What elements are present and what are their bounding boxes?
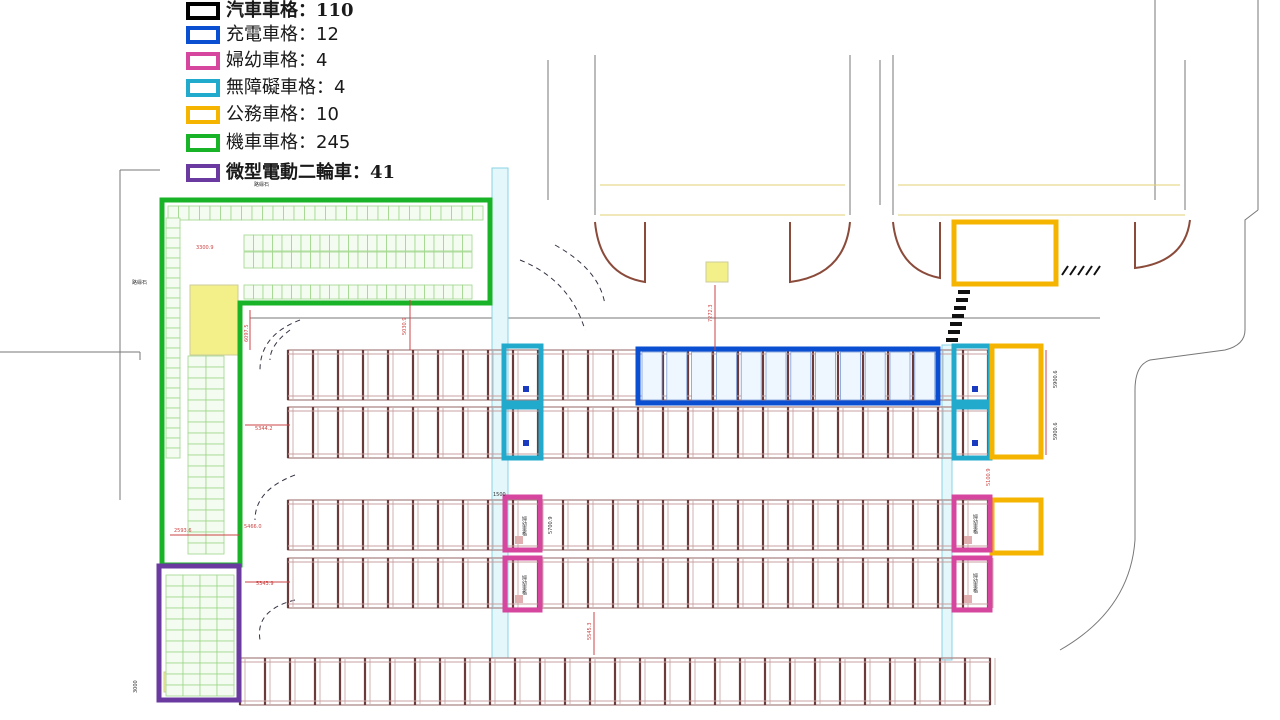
motorcycle-stall-block — [165, 574, 235, 697]
women-children-label: 婦幼車格 — [521, 574, 527, 596]
legend-item-motorcycle: 機車車格：245 — [186, 131, 350, 155]
women-children-zone-1 — [502, 494, 543, 553]
yellow-hatch-left — [189, 284, 239, 356]
official-zone-1 — [951, 219, 1059, 287]
motorcycle-stalls — [165, 205, 484, 697]
car-stall-row — [286, 557, 994, 609]
dim-5900a: 5900.6 — [1053, 371, 1059, 389]
legend-label-accessible: 無障礙車格：4 — [226, 77, 346, 98]
motorcycle-stall-block — [243, 251, 473, 269]
micro-ev-zone-outline — [156, 563, 242, 703]
stair-steps — [946, 290, 970, 342]
dim-5700: 5700.9 — [548, 517, 554, 535]
legend-item-women-children: 婦幼車格：4 — [186, 49, 327, 73]
official-zone-2 — [989, 343, 1044, 460]
accessible-zone-2 — [501, 404, 544, 461]
legend-swatch-official — [186, 106, 220, 124]
road-dashed-curves — [254, 244, 606, 641]
legend-item-accessible: 無障礙車格：4 — [186, 76, 345, 100]
legend-label-motorcycle: 機車車格：245 — [226, 132, 351, 153]
legend-label-official: 公務車格：10 — [226, 104, 339, 125]
legend-swatch-charging — [186, 26, 220, 44]
dim-5100: 5100.9 — [986, 469, 992, 487]
legend-item-official: 公務車格：10 — [186, 103, 339, 127]
legend-swatch-micro-ev — [186, 164, 220, 182]
dim-5030: 5030.9 — [402, 318, 408, 336]
car-stall-row — [286, 406, 994, 459]
dim-3300: 3300.9 — [196, 245, 214, 251]
legend-item-car: 汽車車格：110 — [186, 0, 354, 23]
dim-3000: 3000 — [133, 680, 139, 693]
dim-7272: 7272.3 — [708, 305, 714, 323]
entrance-structures — [594, 219, 1191, 284]
accessible-zone-1 — [501, 343, 544, 406]
legend-label-car: 汽車車格：110 — [226, 0, 354, 21]
legend-swatch-car — [186, 2, 220, 20]
women-children-label: 婦幼車格 — [521, 515, 527, 537]
women-children-zone-4 — [951, 555, 993, 613]
motorcycle-stall-block — [243, 234, 473, 252]
women-children-labels: 婦幼車格 婦幼車格 婦幼車格 婦幼車格 — [521, 513, 978, 596]
dim-5900b: 5900.6 — [1053, 423, 1059, 441]
accessible-zone-4 — [951, 404, 993, 461]
legend-item-micro-ev: 微型電動二輪車：41 — [186, 161, 395, 185]
dim-5545: 5545.3 — [587, 623, 593, 641]
women-children-label: 婦幼車格 — [972, 513, 978, 535]
yellow-hatch-top — [705, 261, 729, 283]
women-children-label: 婦幼車格 — [972, 572, 978, 594]
dim-6097: 6097.5 — [244, 325, 250, 343]
dim-1500: 1500 — [493, 492, 506, 498]
motorcycle-stall-block — [187, 355, 225, 555]
legend-swatch-motorcycle — [186, 134, 220, 152]
yellow-lines — [600, 184, 1185, 216]
legend-label-women-children: 婦幼車格：4 — [226, 50, 328, 71]
legend-label-charging: 充電車格：12 — [226, 24, 339, 45]
official-zone-3 — [989, 497, 1044, 556]
dimension-lines — [170, 285, 1047, 655]
motorcycle-stall-block — [165, 217, 181, 459]
legend-swatch-accessible — [186, 79, 220, 97]
car-stall-row — [238, 657, 996, 706]
curb-label-left: 路緣石 — [132, 279, 147, 286]
motorcycle-stall-block — [243, 284, 473, 300]
curb-label-top: 路緣石 — [254, 181, 269, 188]
dim-5344: 5344.2 — [255, 426, 273, 432]
legend-swatch-women-children — [186, 52, 220, 70]
legend-label-micro-ev: 微型電動二輪車：41 — [226, 162, 396, 183]
women-children-zone-3 — [951, 494, 993, 553]
stall-icons — [515, 386, 978, 603]
charging-zone-outline — [635, 346, 941, 406]
legend-item-charging: 充電車格：12 — [186, 23, 339, 47]
motorcycle-stall-block — [167, 205, 484, 221]
dim-2593: 2593.6 — [174, 528, 192, 534]
zone-outlines — [156, 197, 1059, 703]
dim-5466: 5466.0 — [244, 524, 262, 530]
hatch-corner — [1061, 265, 1101, 276]
car-stall-row — [286, 499, 994, 551]
dim-5343: 5343.9 — [256, 581, 274, 587]
charging-stalls — [641, 351, 936, 401]
charging-stall-row — [641, 351, 936, 401]
women-children-zone-2 — [502, 555, 543, 613]
